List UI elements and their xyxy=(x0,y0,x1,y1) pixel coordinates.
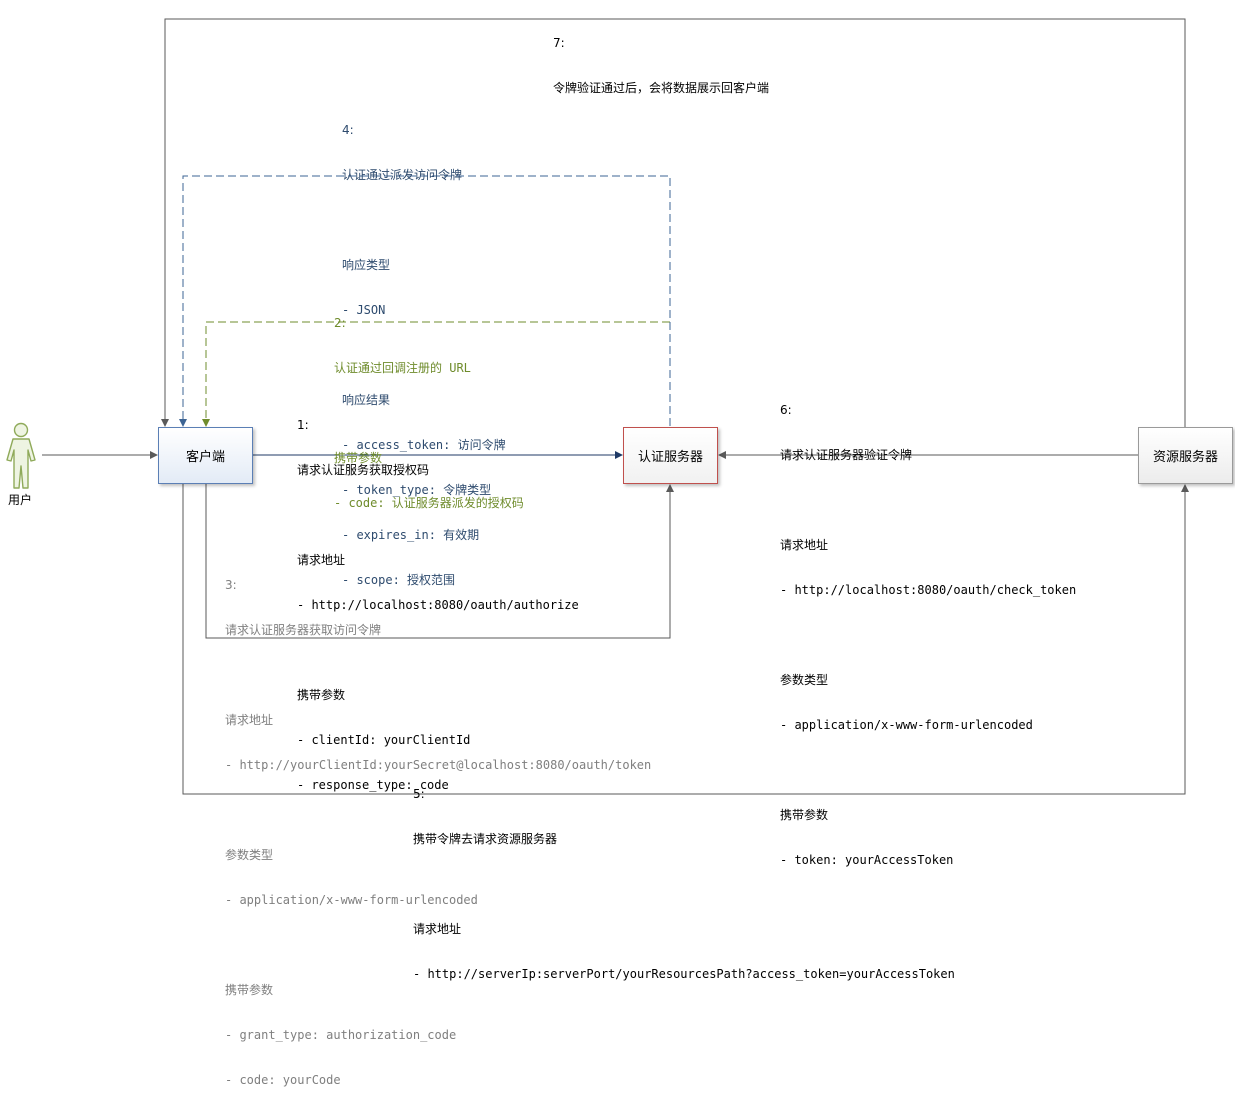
step4-result-2: - token_type: 令牌类型 xyxy=(342,483,492,497)
step4-result-1: - access_token: 访问令牌 xyxy=(342,438,506,452)
step4-result-4: - scope: 授权范围 xyxy=(342,573,456,587)
step6-type: - application/x-www-form-urlencoded xyxy=(780,718,1033,732)
step1-param-2: - response_type: code xyxy=(297,778,449,792)
step1-title: 请求认证服务获取授权码 xyxy=(297,463,430,477)
resource-server-label: 资源服务器 xyxy=(1152,450,1218,465)
user-label: 用户 xyxy=(8,493,33,507)
client-label: 客户端 xyxy=(185,450,225,465)
step3-param-1: - grant_type: authorization_code xyxy=(225,1028,457,1042)
edge-step7 xyxy=(161,18,1186,427)
step1-param-1: - clientId: yourClientId xyxy=(297,733,471,747)
user-icon xyxy=(6,422,36,489)
edge-step2 xyxy=(202,321,670,427)
resource-server-node[interactable]: 资源服务器 xyxy=(1138,427,1233,484)
step4-result-3: - expires_in: 有效期 xyxy=(342,528,480,542)
step3-num: 3: xyxy=(225,578,237,592)
step3-addr: - http://yourClientId:yourSecret@localho… xyxy=(225,758,652,772)
step6-num: 6: xyxy=(780,403,792,417)
client-node[interactable]: 客户端 xyxy=(158,427,253,484)
step4-note: 4: 认证通过派发访问令牌 ​ 响应类型 - JSON ​ 响应结果 - acc… xyxy=(342,93,506,603)
step1-note: 1: 请求认证服务获取授权码 ​ 请求地址 - http://localhost… xyxy=(297,388,579,808)
step3-addr-title: 请求地址 xyxy=(225,713,274,727)
step5-num: 5: xyxy=(413,787,425,801)
step6-title: 请求认证服务器验证令牌 xyxy=(780,448,913,462)
step4-resp-type: - JSON xyxy=(342,303,386,317)
step6-params-title: 携带参数 xyxy=(780,808,829,822)
step3-title: 请求认证服务器获取访问令牌 xyxy=(225,623,382,637)
edge-step5 xyxy=(182,484,1189,795)
step2-note: 2: 认证通过回调注册的 URL ​ 携带参数 - code: 认证服务器派发的… xyxy=(334,286,524,526)
step7-title: 令牌验证通过后，会将数据展示回客户端 xyxy=(553,81,770,95)
step2-title: 认证通过回调注册的 URL xyxy=(334,361,471,375)
step5-note: 5: 携带令牌去请求资源服务器 ​ 请求地址 - http://serverIp… xyxy=(413,757,955,997)
step2-param-1: - code: 认证服务器派发的授权码 xyxy=(334,496,524,510)
step1-params-title: 携带参数 xyxy=(297,688,346,702)
step1-addr: - http://localhost:8080/oauth/authorize xyxy=(297,598,579,612)
step3-param-2: - code: yourCode xyxy=(225,1073,341,1087)
step4-resp-type-title: 响应类型 xyxy=(342,258,391,272)
step4-title: 认证通过派发访问令牌 xyxy=(342,168,463,182)
edge-step3 xyxy=(205,484,674,639)
edge-step4 xyxy=(179,175,671,427)
step4-num: 4: xyxy=(342,123,354,137)
step6-note: 6: 请求认证服务器验证令牌 ​ 请求地址 - http://localhost… xyxy=(780,373,1076,883)
step7-note: 7: 令牌验证通过后，会将数据展示回客户端 xyxy=(553,6,769,111)
step1-addr-title: 请求地址 xyxy=(297,553,346,567)
connector-layer xyxy=(42,18,1189,795)
auth-server-node[interactable]: 认证服务器 xyxy=(623,427,718,484)
step2-params-title: 携带参数 xyxy=(334,451,383,465)
step6-addr: - http://localhost:8080/oauth/check_toke… xyxy=(780,583,1077,597)
step7-num: 7: xyxy=(553,36,565,50)
step5-addr: - http://serverIp:serverPort/yourResourc… xyxy=(413,967,955,981)
auth-server-label: 认证服务器 xyxy=(637,450,703,465)
step4-result-title: 响应结果 xyxy=(342,393,391,407)
step1-num: 1: xyxy=(297,418,309,432)
step6-type-title: 参数类型 xyxy=(780,673,829,687)
step5-addr-title: 请求地址 xyxy=(413,922,462,936)
step5-title: 携带令牌去请求资源服务器 xyxy=(413,832,558,846)
step2-num: 2: xyxy=(334,316,346,330)
step6-addr-title: 请求地址 xyxy=(780,538,829,552)
